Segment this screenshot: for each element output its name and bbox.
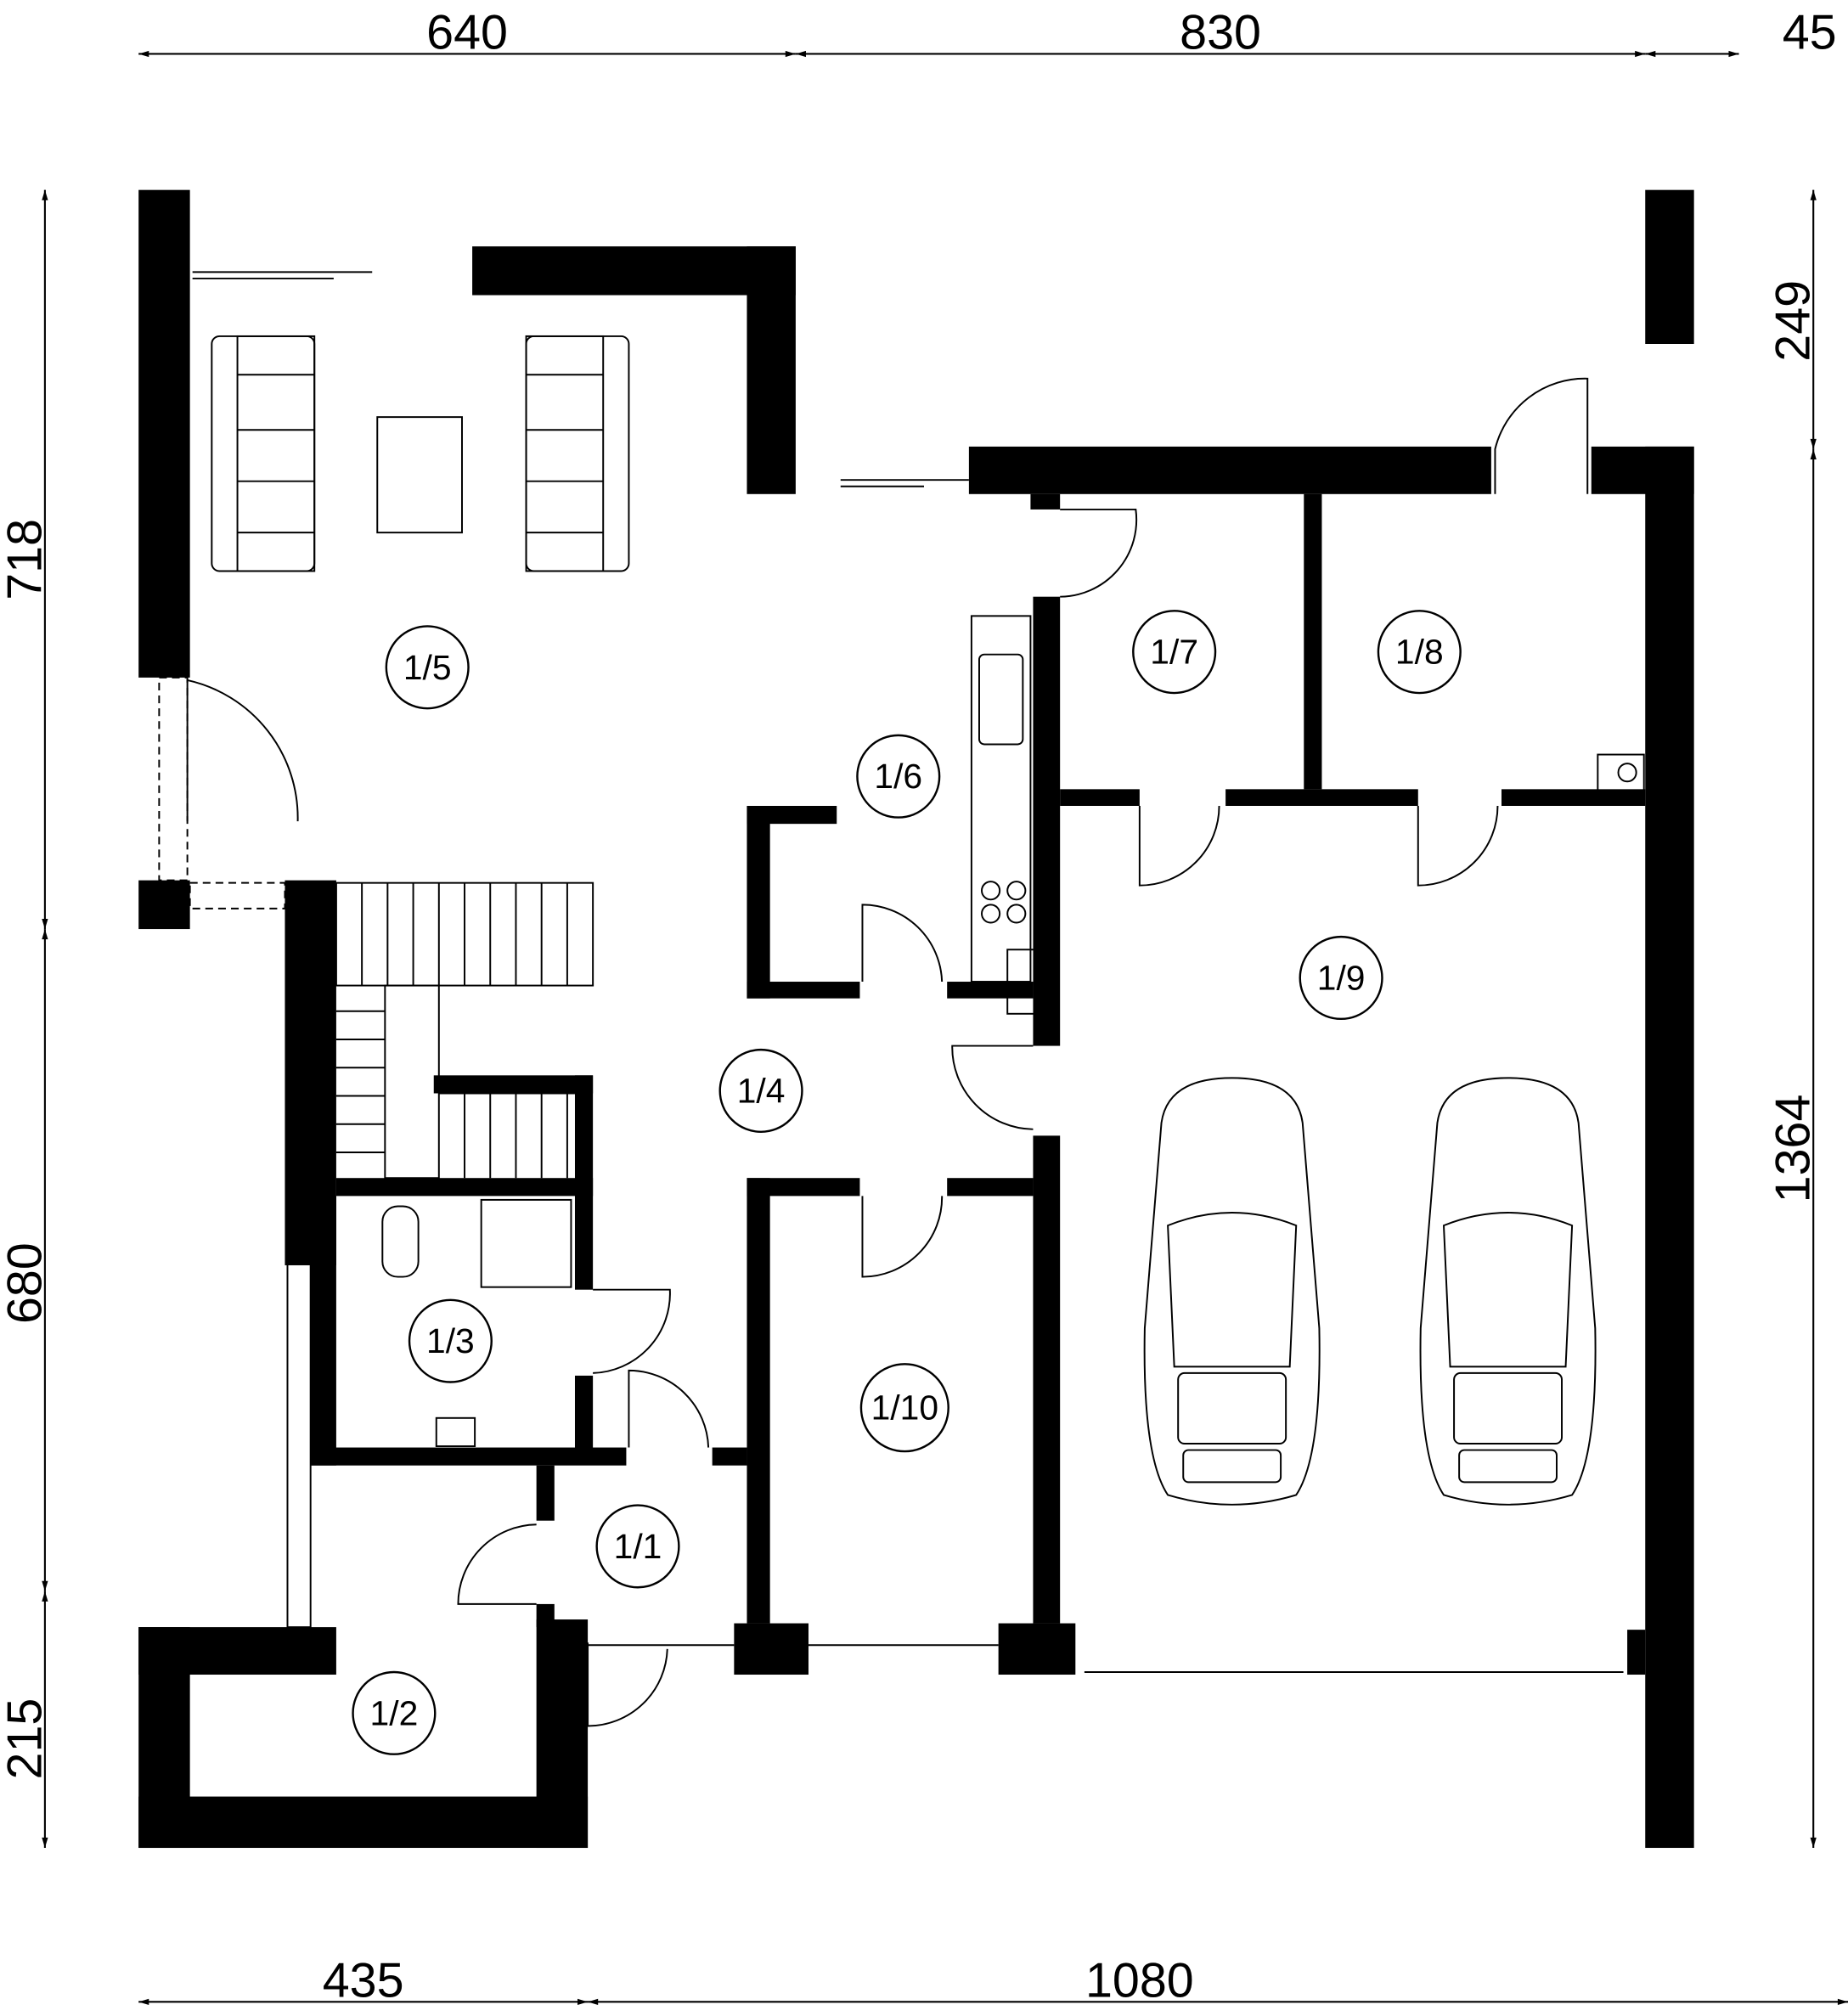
dimension-bottom: 435 1080: [138, 1953, 1848, 2008]
dim-top-2: 830: [1180, 5, 1261, 59]
openings: [158, 271, 1624, 1727]
dimension-left: 718 680 215: [0, 189, 52, 1849]
room-label: 1/7: [1150, 633, 1198, 672]
bathroom-fixtures: [381, 1198, 572, 1448]
dim-right-2: 1364: [1766, 1095, 1821, 1203]
staircase: [335, 881, 594, 1180]
dimension-right: 249 1364: [1766, 189, 1821, 1849]
walls: [138, 189, 1694, 1849]
room-1-7: 1/7: [1132, 610, 1217, 695]
room-label: 1/4: [737, 1071, 786, 1110]
room-labels: 1/1 1/2 1/3 1/4 1/5 1/6 1/7 1/8 1/9 1/10: [352, 610, 1462, 1755]
dim-right-1: 249: [1766, 280, 1821, 362]
room-label: 1/8: [1395, 633, 1444, 672]
room-label: 1/6: [874, 757, 922, 796]
room-1-5: 1/5: [385, 625, 470, 710]
dim-bottom-2: 1080: [1085, 1953, 1194, 2008]
cars: [1143, 1077, 1597, 1506]
dimension-top: 640 830 45: [138, 5, 1837, 59]
room-label: 1/2: [370, 1693, 419, 1732]
room-label: 1/5: [403, 648, 452, 687]
room-1-2: 1/2: [352, 1670, 437, 1755]
room-1-1: 1/1: [595, 1504, 680, 1589]
living-room-furniture: [211, 258, 651, 572]
room-label: 1/3: [426, 1321, 475, 1360]
room-1-4: 1/4: [718, 1048, 803, 1134]
kitchen-counter: [970, 615, 1645, 1015]
dim-left-1: 718: [0, 519, 52, 600]
dim-bottom-1: 435: [323, 1953, 404, 2008]
dim-top-1: 640: [426, 5, 508, 59]
dim-left-3: 215: [0, 1698, 52, 1780]
dim-left-2: 680: [0, 1242, 52, 1324]
room-label: 1/9: [1317, 958, 1366, 997]
room-1-6: 1/6: [856, 734, 941, 819]
dim-top-3: 45: [1783, 5, 1837, 59]
room-1-10: 1/10: [859, 1363, 949, 1453]
room-label: 1/10: [871, 1388, 938, 1428]
room-1-9: 1/9: [1299, 935, 1383, 1021]
room-label: 1/1: [614, 1527, 662, 1566]
room-1-8: 1/8: [1377, 610, 1462, 695]
room-1-3: 1/3: [408, 1298, 493, 1383]
